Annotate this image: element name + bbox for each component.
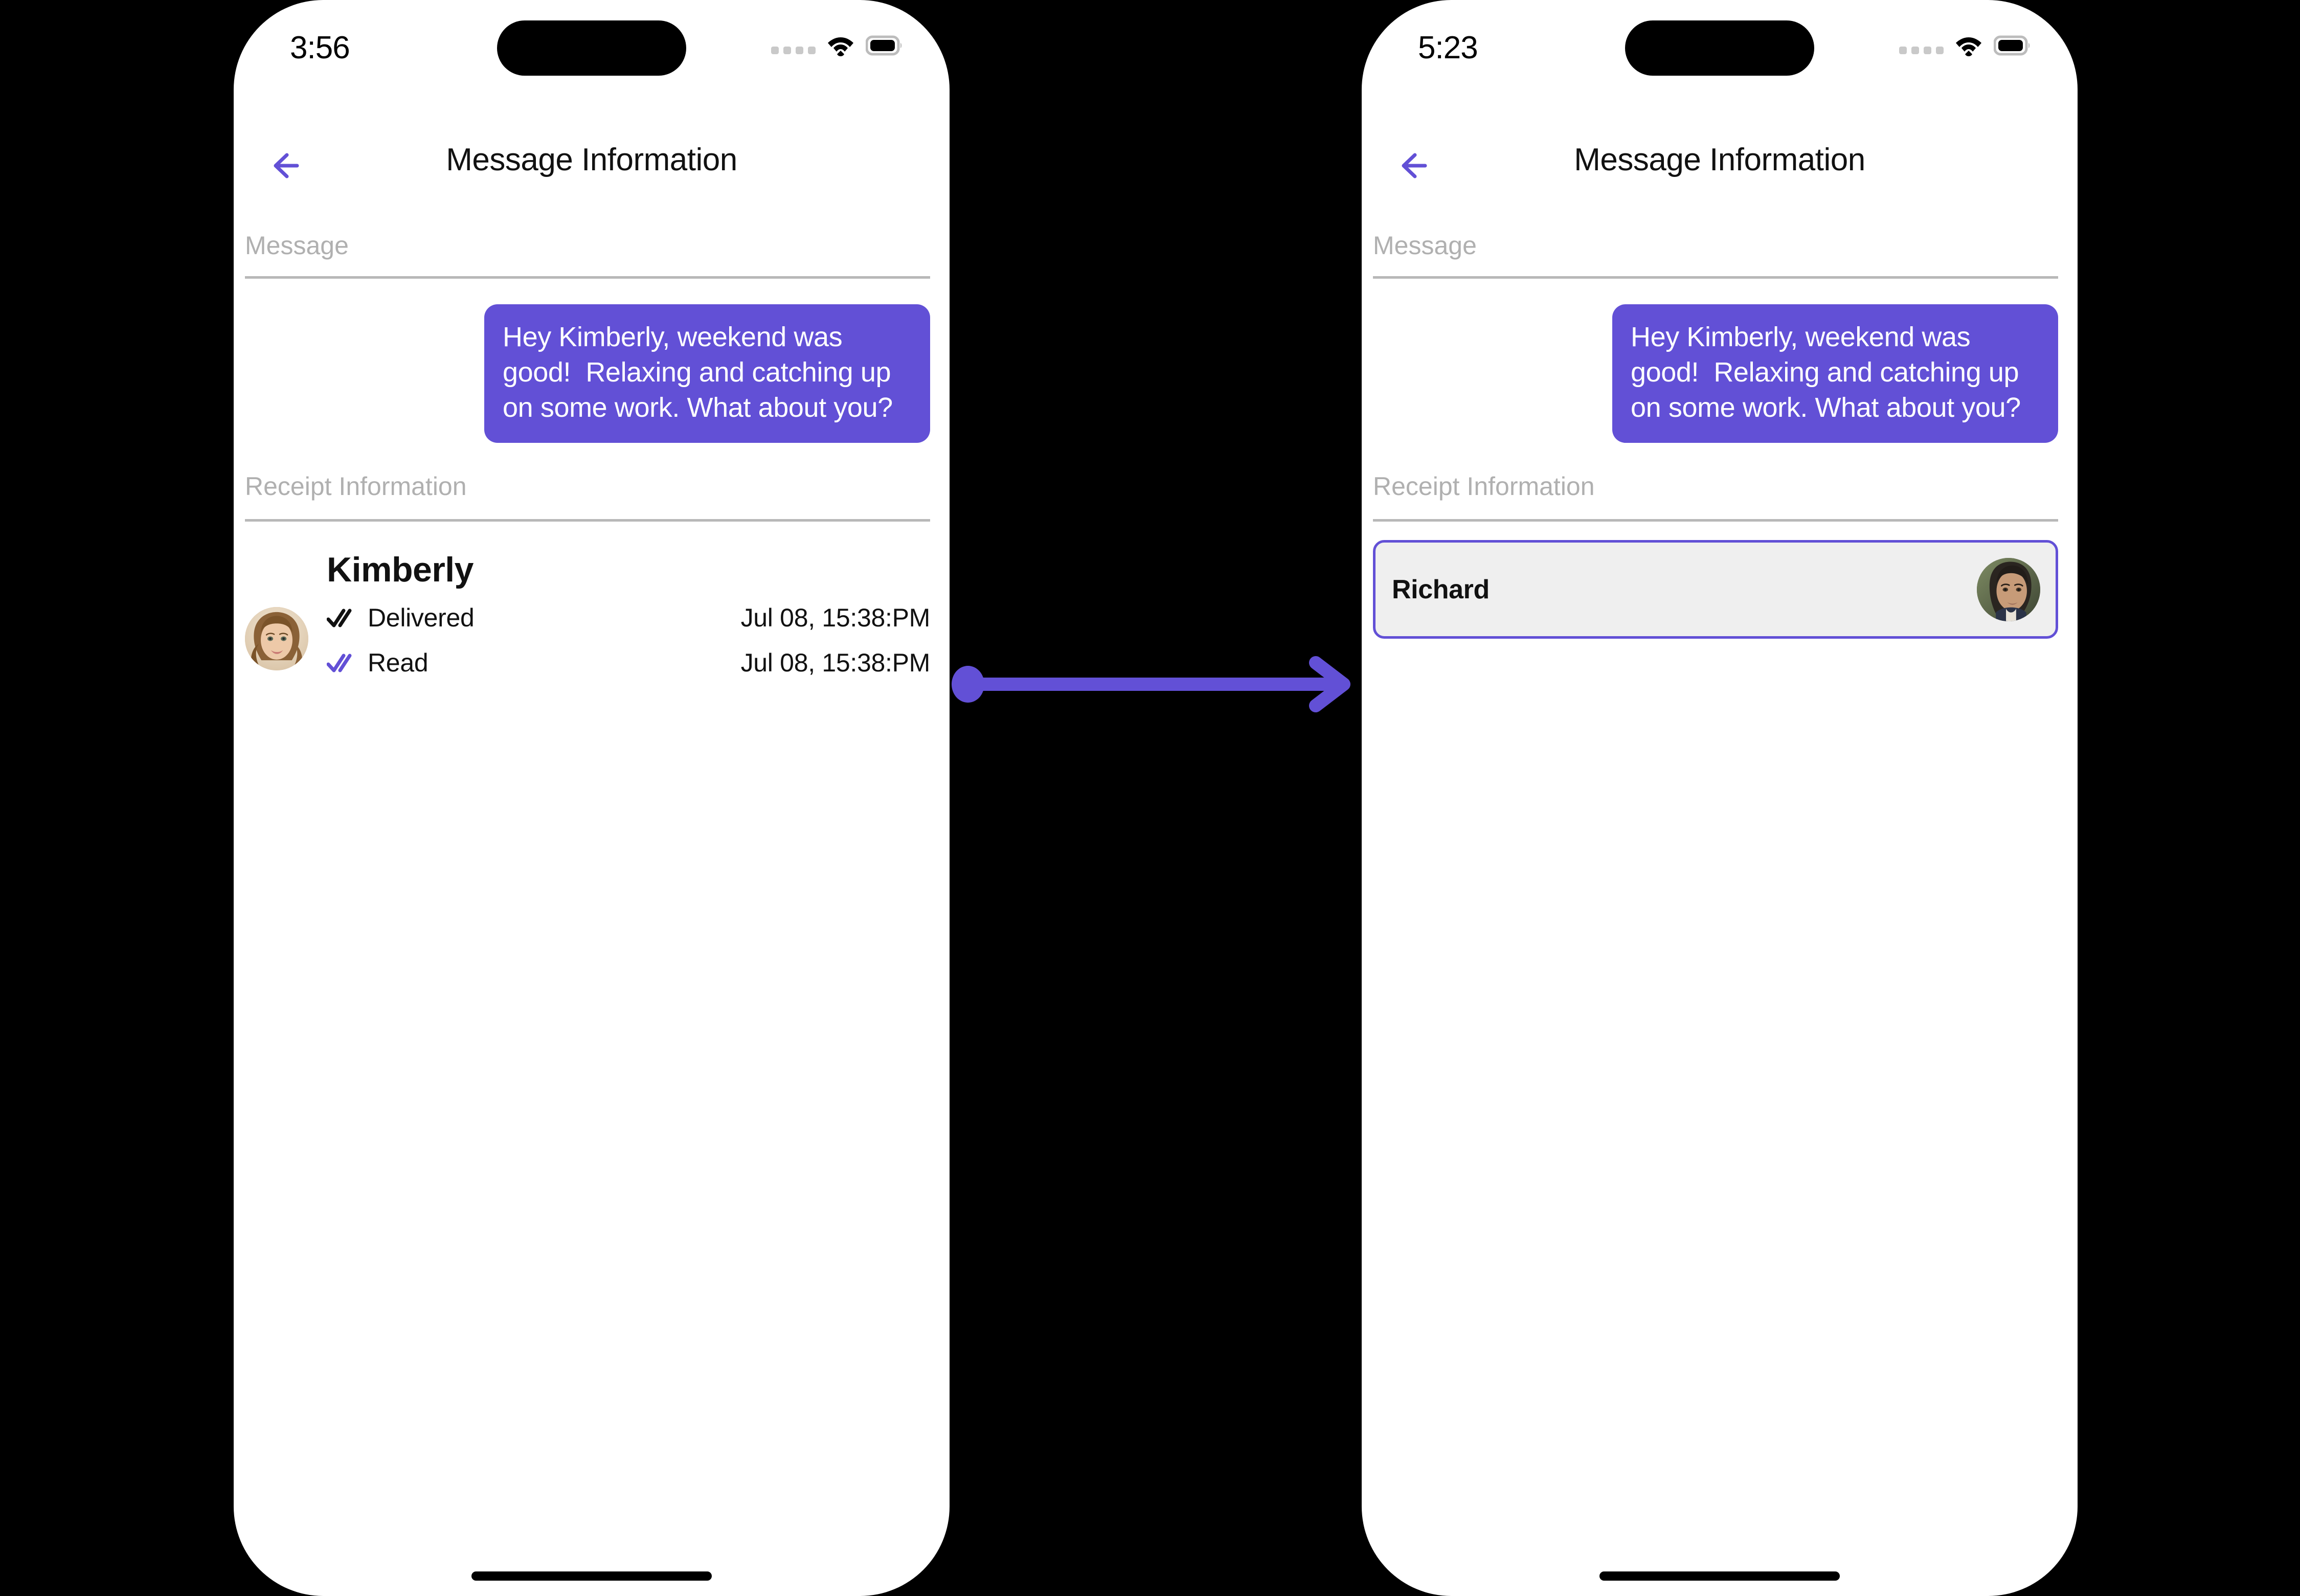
section-label-receipt: Receipt Information	[245, 472, 467, 501]
arrow-right-connector-icon	[950, 656, 1362, 759]
section-label-message: Message	[245, 231, 349, 260]
divider-message	[245, 276, 930, 279]
page-title: Message Information	[446, 142, 737, 177]
receipt-row-delivered: Delivered Jul 08, 15:38:PM	[327, 600, 930, 636]
receipt-timestamp: Jul 08, 15:38:PM	[740, 603, 931, 632]
status-bar: 5:23	[1362, 0, 2078, 87]
nav-bar: Message Information	[1362, 130, 2078, 202]
wifi-icon	[1955, 34, 1982, 57]
home-indicator[interactable]	[1599, 1571, 1840, 1581]
receipt-row-read: Read Jul 08, 15:38:PM	[327, 645, 930, 681]
divider-receipt	[245, 519, 930, 522]
section-label-receipt: Receipt Information	[1373, 472, 1595, 501]
dynamic-island	[1625, 20, 1814, 76]
receipt-status-label: Read	[368, 648, 429, 677]
home-indicator[interactable]	[471, 1571, 712, 1581]
back-button[interactable]	[1383, 138, 1439, 194]
message-bubble-row: Hey Kimberly, weekend was good! Relaxing…	[1373, 304, 2058, 443]
battery-full-icon	[866, 35, 903, 56]
message-bubble[interactable]: Hey Kimberly, weekend was good! Relaxing…	[1612, 304, 2058, 443]
contact-name: Richard	[1392, 574, 1490, 604]
nav-bar: Message Information	[234, 130, 950, 202]
signal-dots-icon	[1899, 32, 1944, 59]
status-indicators	[771, 32, 903, 59]
arrow-left-icon	[1391, 146, 1431, 186]
battery-full-icon	[1994, 35, 2031, 56]
double-check-icon	[327, 606, 360, 629]
status-indicators	[1899, 32, 2031, 59]
section-label-message: Message	[1373, 231, 1477, 260]
message-bubble-row: Hey Kimberly, weekend was good! Relaxing…	[245, 304, 930, 443]
back-button[interactable]	[255, 138, 311, 194]
avatar-richard	[1977, 557, 2040, 621]
phone-screen-before: 3:56	[234, 0, 950, 1596]
status-bar: 3:56	[234, 0, 950, 87]
dynamic-island	[497, 20, 686, 76]
divider-message	[1373, 276, 2058, 279]
receipt-contact-name: Kimberly	[327, 550, 474, 589]
receipt-status-rows: Delivered Jul 08, 15:38:PM Read Jul 08, …	[327, 600, 930, 690]
receipt-status-label: Delivered	[368, 603, 475, 632]
page-title: Message Information	[1574, 142, 1865, 177]
receipt-timestamp: Jul 08, 15:38:PM	[740, 648, 931, 677]
receipt-entry[interactable]: Kimberly Delivered Jul 08, 15:38:PM	[245, 550, 930, 693]
signal-dots-icon	[771, 32, 816, 59]
double-check-icon	[327, 651, 360, 674]
phone-screen-after: 5:23	[1362, 0, 2078, 1596]
wifi-icon	[827, 34, 854, 57]
avatar-kimberly	[245, 607, 308, 670]
screen-content: Message Hey Kimberly, weekend was good! …	[234, 202, 950, 1596]
contact-card-richard[interactable]: Richard	[1373, 540, 2058, 639]
status-time: 3:56	[290, 30, 350, 65]
arrow-left-icon	[263, 146, 303, 186]
receipt-list: Richard	[1373, 202, 2058, 1596]
divider-receipt	[1373, 519, 2058, 522]
message-bubble[interactable]: Hey Kimberly, weekend was good! Relaxing…	[484, 304, 930, 443]
flow-connector	[950, 655, 1362, 757]
screen-content: Message Hey Kimberly, weekend was good! …	[1362, 202, 2078, 1596]
status-time: 5:23	[1418, 30, 1478, 65]
